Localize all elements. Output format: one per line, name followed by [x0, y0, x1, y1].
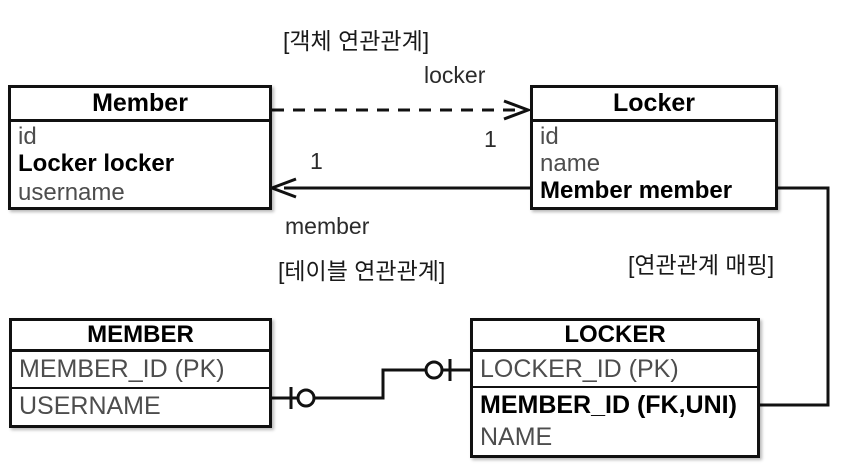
- class-attributes-locker: id name Member member: [533, 122, 775, 208]
- section-label-relation-mapping: [연관관계 매핑]: [628, 252, 775, 278]
- association-multiplicity-locker-source: 1: [310, 148, 323, 174]
- table-row: MEMBER_ID (FK,UNI) NAME: [473, 388, 757, 455]
- association-multiplicity-locker-target: 1: [484, 126, 497, 152]
- class-attribute: Locker locker: [18, 150, 175, 177]
- class-attribute: Member member: [540, 177, 733, 204]
- section-label-table-relation: [테이블 연관관계]: [278, 258, 446, 284]
- table-row: MEMBER_ID (PK): [12, 352, 269, 389]
- table-cell-text: MEMBER_ID (PK): [19, 355, 225, 383]
- table-cell-text: MEMBER_ID (FK,UNI): [480, 391, 737, 419]
- table-cell-text: NAME: [480, 423, 553, 451]
- table-row: USERNAME: [12, 389, 269, 425]
- table-title-member: MEMBER: [12, 321, 269, 352]
- table-cell-text: USERNAME: [19, 392, 161, 420]
- class-title-locker: Locker: [533, 88, 775, 122]
- table-row: LOCKER_ID (PK): [473, 352, 757, 388]
- class-attribute: id: [18, 123, 37, 150]
- table-box-member: MEMBER MEMBER_ID (PK) USERNAME: [9, 318, 272, 428]
- table-cell-text: LOCKER_ID (PK): [480, 355, 679, 383]
- table-title-locker: LOCKER: [473, 321, 757, 352]
- class-box-locker: Locker id name Member member: [530, 85, 778, 210]
- class-attributes-member: id Locker locker username: [11, 122, 269, 208]
- locker-association-line: [272, 99, 533, 121]
- association-label-locker: locker: [424, 62, 486, 88]
- class-attribute: username: [18, 179, 125, 206]
- section-label-object-relation: [객체 연관관계]: [283, 28, 430, 54]
- table-relationship-line: [272, 359, 470, 409]
- class-box-member: Member id Locker locker username: [8, 85, 272, 210]
- member-association-line: [267, 177, 530, 199]
- class-title-member: Member: [11, 88, 269, 122]
- table-box-locker: LOCKER LOCKER_ID (PK) MEMBER_ID (FK,UNI)…: [470, 318, 760, 458]
- class-attribute: name: [540, 150, 601, 177]
- association-label-member: member: [285, 213, 370, 239]
- class-attribute: id: [540, 123, 559, 150]
